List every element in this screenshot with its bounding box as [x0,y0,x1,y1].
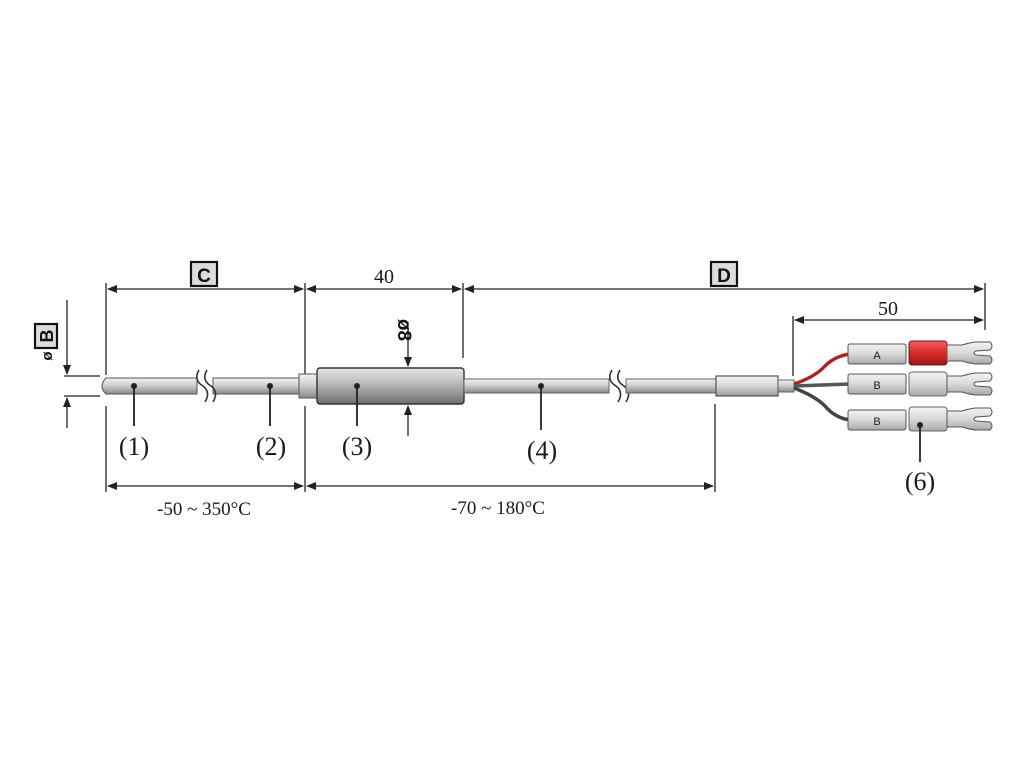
callout-labels: (1) (2) (3) (4) (6) [119,432,935,496]
callout-label-4: (4) [527,436,557,465]
callout-label-3: (3) [342,432,372,461]
diameter-symbol: ø [39,351,56,361]
wire-red [793,352,851,386]
callout-label-6: (6) [905,467,935,496]
bottom-dimensions: -50 ~ 350°C -70 ~ 180°C [105,404,716,520]
diameter-b-callout: B ø [33,300,100,428]
label-d: D [717,266,731,287]
terminal-crimp-red [908,340,948,366]
probe-collar [298,373,320,399]
wire-red-edge [793,353,851,385]
wire-label-b2: B [873,416,880,428]
wire-sleeve-b2 [847,409,907,431]
wire-terminals: A B B [793,340,993,432]
range-label-right: -70 ~ 180°C [451,498,545,519]
label-b: B [37,330,57,343]
sensor-body: ø8 [316,319,465,436]
cable [463,369,795,403]
break-mark [616,369,630,403]
probe-tip [101,377,198,395]
fork-lug [946,407,993,431]
label-40: 40 [374,266,394,288]
wire-middle [793,382,851,388]
top-dimensions: C 40 D 50 [105,260,986,376]
label-box-d [709,260,739,288]
wire-sleeve-a [847,343,907,365]
probe-tube-segment [212,377,306,395]
label-50: 50 [878,298,898,320]
break-mark [608,369,622,403]
terminal-crimp-grey [908,406,948,432]
break-mark [203,369,217,403]
terminal-crimp-grey [908,371,948,397]
break-mark [195,369,209,403]
cable-sleeve [715,375,779,397]
label-c: C [197,266,211,287]
cable-segment [625,378,719,394]
callout-leaders [131,383,923,462]
fork-lug [946,372,993,396]
label-box-b [33,322,59,350]
callout-label-1: (1) [119,432,149,461]
probe-tube [101,369,320,403]
cable-end [777,379,795,393]
wire-lower [793,386,851,422]
label-box-c [189,260,219,288]
sensor-housing [316,367,465,405]
cable-segment [463,378,610,394]
callout-label-2: (2) [256,432,286,461]
label-diameter-8: ø8 [393,319,414,341]
wire-label-a: A [873,350,881,362]
range-label-left: -50 ~ 350°C [157,499,251,520]
fork-lug [946,341,993,365]
wire-label-b: B [873,380,880,392]
wire-sleeve-b [847,373,907,395]
